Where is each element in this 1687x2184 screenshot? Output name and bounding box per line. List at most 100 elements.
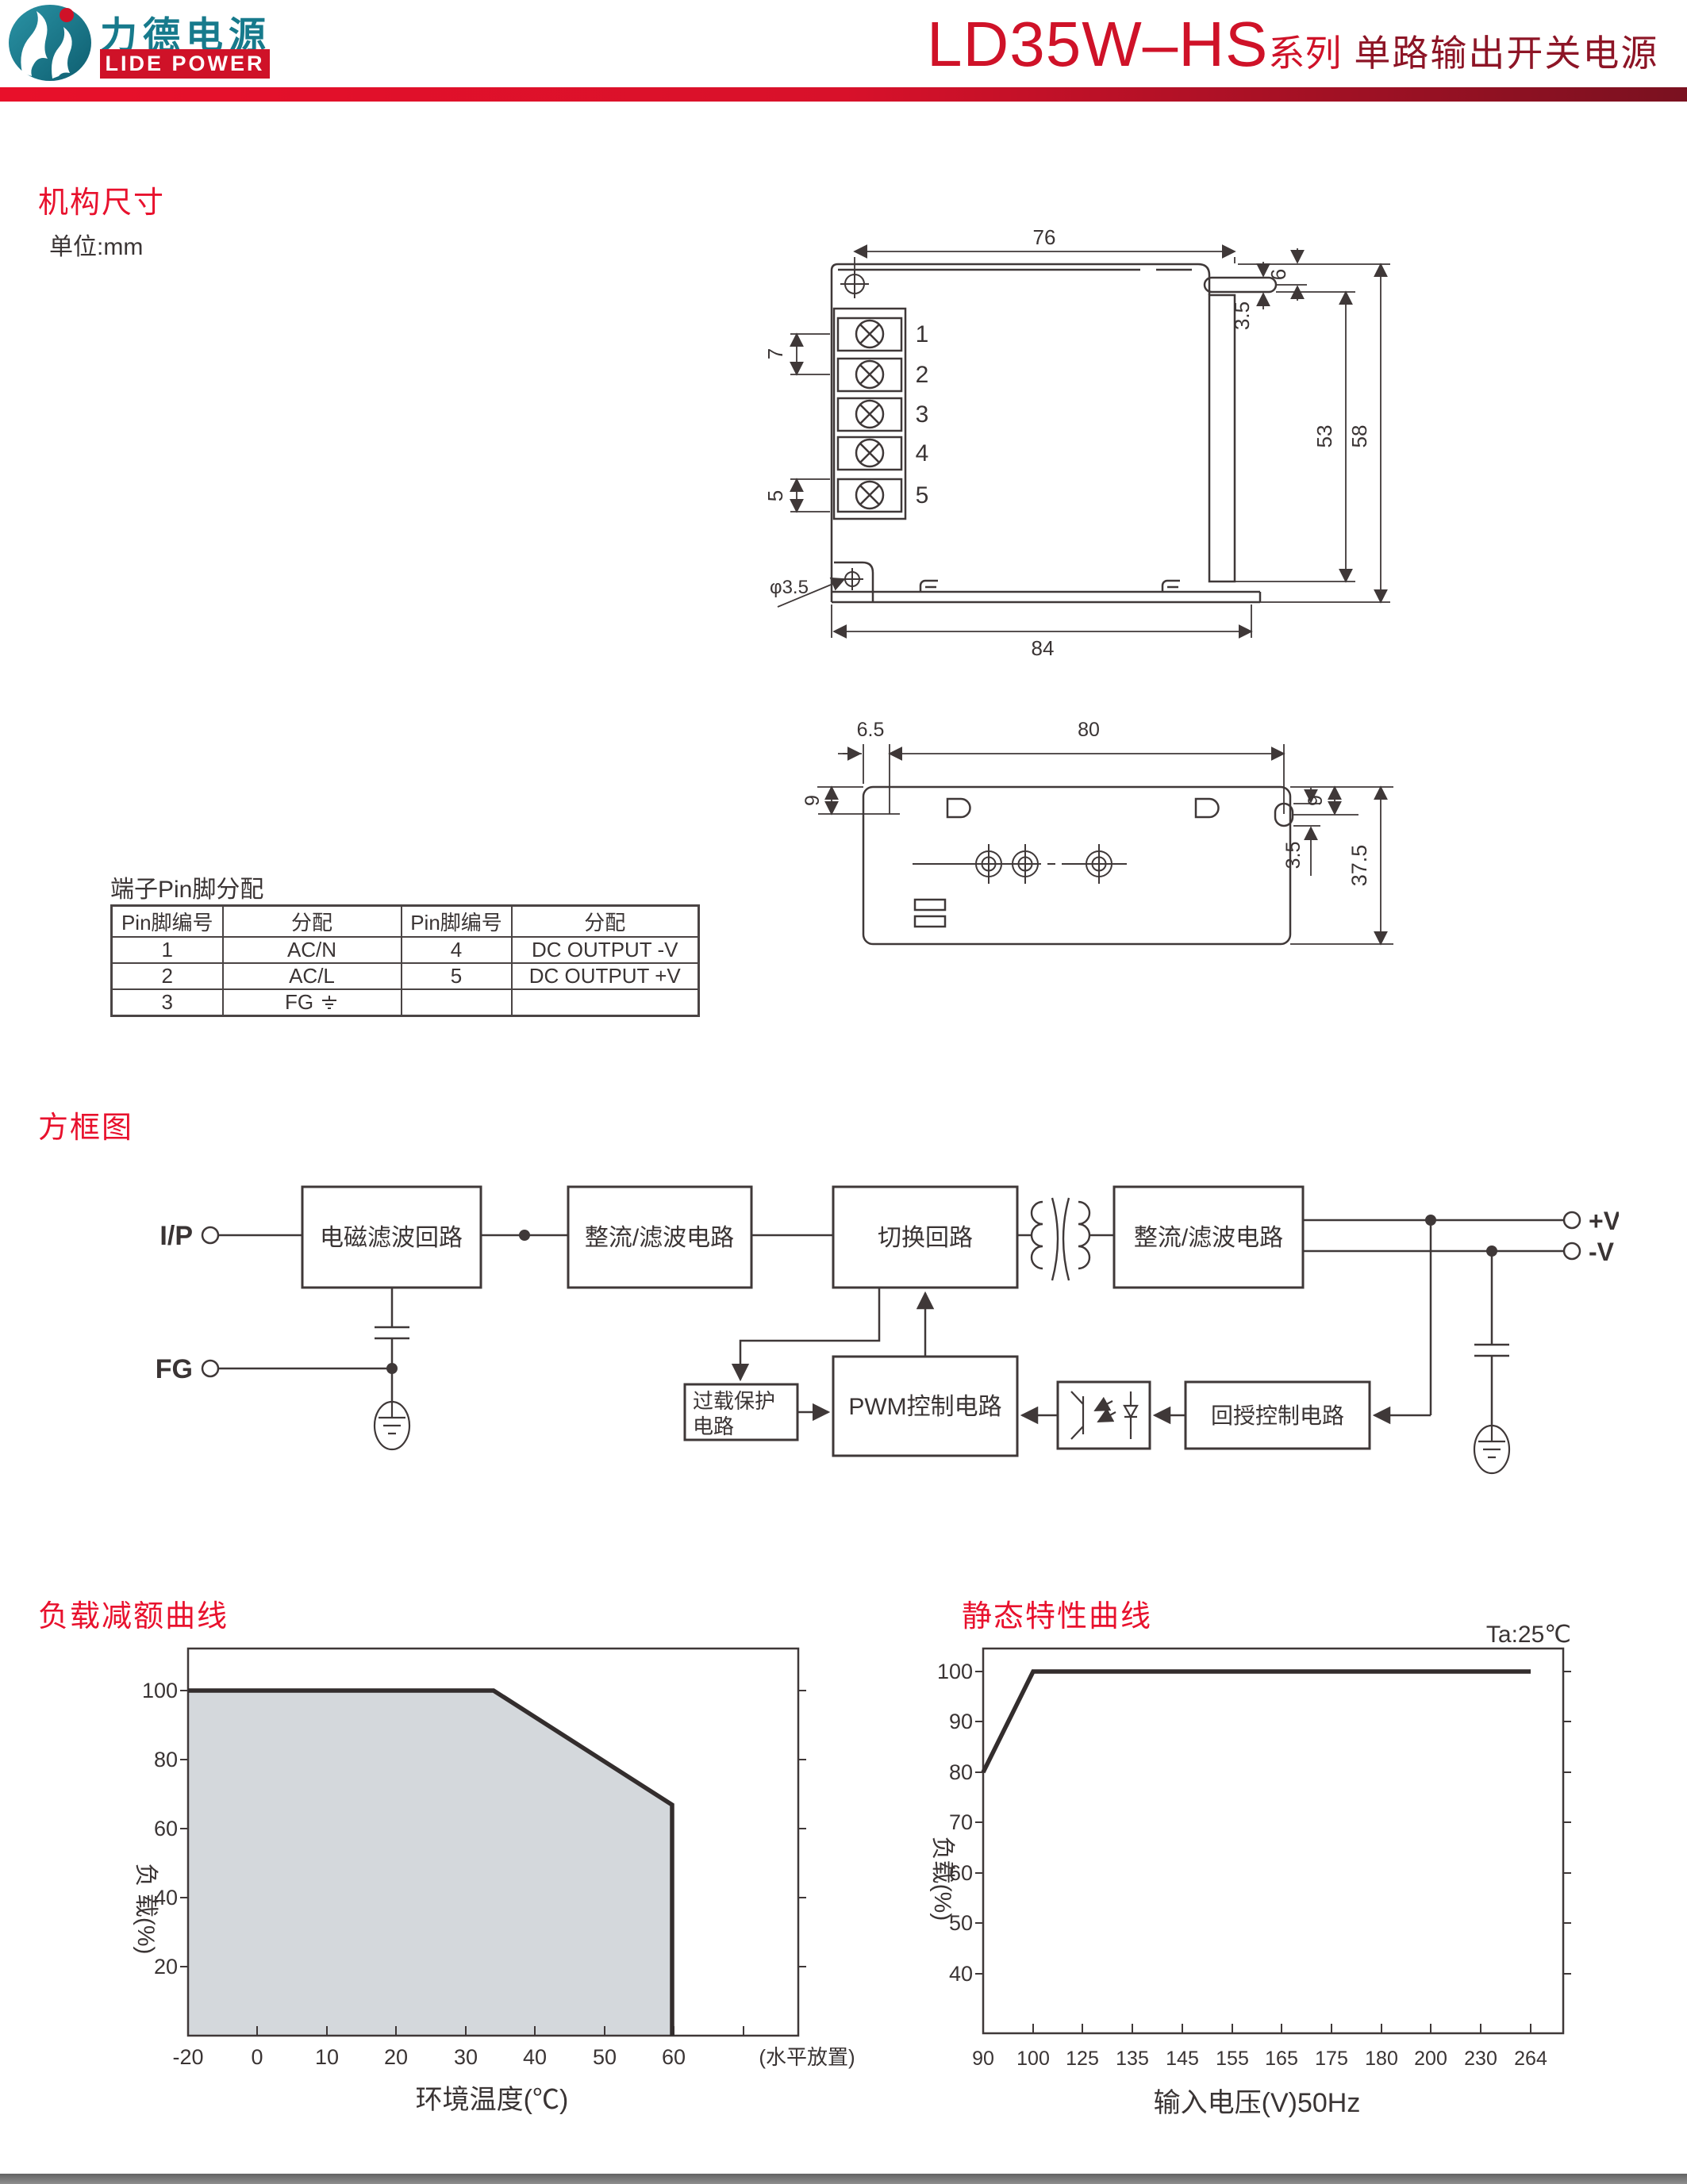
xtick: 60	[662, 2045, 686, 2069]
dim-6: 6	[1266, 269, 1290, 280]
xtick: 125	[1066, 2048, 1099, 2070]
xtick: 90	[972, 2048, 994, 2070]
lide-logo-icon	[9, 5, 91, 81]
ytick: 90	[949, 1710, 973, 1733]
pin-cell: 1	[110, 936, 224, 964]
ground-symbol-right	[1473, 1424, 1511, 1475]
transformer-icon	[1030, 1197, 1091, 1281]
rectifier1-box-label: 整流/滤波电路	[585, 1225, 734, 1251]
xtick: 50	[593, 2045, 617, 2069]
bottom-view-dimension-labels: 6.5 80 9 9 3.5 37.5	[801, 719, 1371, 886]
footer-rule	[0, 2174, 1687, 2184]
terminal-number-5: 5	[916, 482, 929, 509]
pin-cell-fg: FG	[221, 988, 402, 1017]
front-view-case-outline	[830, 263, 1278, 604]
ytick: 100	[142, 1679, 178, 1702]
static-chart-heading: 静态特性曲线	[962, 1600, 1153, 1633]
emi-filter-box-label: 电磁滤波回路	[320, 1225, 463, 1251]
pin-cell: 2	[110, 962, 224, 990]
bottom-view-dimension-lines	[817, 744, 1393, 946]
pin-cell: 5	[400, 962, 513, 990]
dim-5: 5	[763, 490, 787, 501]
ytick: 70	[949, 1810, 973, 1834]
dim-3-5-bottom: 3.5	[1282, 842, 1305, 869]
rectifier2-box-label: 整流/滤波电路	[1134, 1225, 1283, 1251]
dim-80: 80	[1078, 719, 1100, 741]
pin-header-1: Pin脚编号	[110, 904, 224, 938]
pwm-box-label: PWM控制电路	[848, 1394, 1001, 1420]
pin-cell: DC OUTPUT +V	[510, 962, 700, 990]
bottom-view-body	[862, 785, 1294, 946]
ytick: 100	[937, 1660, 973, 1683]
terminal-number-3: 3	[916, 401, 929, 428]
bottom-view-drawing: 6.5 80 9 9 3.5 37.5	[801, 719, 1393, 946]
ytick: 60	[154, 1817, 178, 1840]
xtick: -20	[172, 2045, 203, 2069]
static-plot-frame	[982, 1647, 1565, 2035]
ground-symbol-left	[373, 1400, 411, 1451]
static-ylabel: 负载(%)	[929, 1837, 955, 1921]
pin-table-row: 2 AC/L 5 DC OUTPUT +V	[110, 962, 700, 990]
xtick: 135	[1116, 2048, 1149, 2070]
io-terminals	[201, 1211, 1581, 1378]
block-diagram: I/P FG +V -V	[156, 1185, 1619, 1475]
pin-table-header-row: Pin脚编号 分配 Pin脚编号 分配	[110, 904, 700, 938]
xtick: 0	[251, 2045, 263, 2069]
xtick: 230	[1464, 2048, 1497, 2070]
dim-58: 58	[1347, 425, 1371, 448]
dim-3-5: 3.5	[1230, 301, 1254, 330]
derating-fill-area	[188, 1691, 672, 2036]
derating-chart: 100 80 60 40 20 -20 0 10 20 30 40 50 60 …	[133, 1647, 855, 2115]
block-box-labels: 电磁滤波回路 整流/滤波电路 切换回路 整流/滤波电路 过载保护 电路 PWM控…	[320, 1225, 1344, 1438]
block-boxes	[301, 1185, 1371, 1457]
xtick: 165	[1265, 2048, 1298, 2070]
pin-header-2: 分配	[221, 904, 402, 938]
derating-y-tick-labels: 100 80 60 40 20	[142, 1679, 178, 1979]
pin-cell: 4	[400, 936, 513, 964]
derating-x-tick-labels: -20 0 10 20 30 40 50 60	[172, 2045, 686, 2069]
ytick: 80	[949, 1760, 973, 1784]
terminal-numbers: 1 2 3 4 5	[916, 321, 929, 509]
output-pos-label: +V	[1589, 1207, 1619, 1235]
fg-terminal-label: FG	[156, 1354, 193, 1384]
derating-ylabel: 负 载(%)	[133, 1864, 159, 1955]
pin-header-3: Pin脚编号	[400, 904, 513, 938]
dimension-lines	[777, 244, 1390, 639]
pin-header-4: 分配	[510, 904, 700, 938]
switching-box-label: 切换回路	[878, 1225, 973, 1251]
dim-37-5: 37.5	[1347, 845, 1371, 887]
terminal-number-1: 1	[916, 321, 929, 347]
header-rule	[0, 87, 1687, 102]
bottom-view-holes	[913, 844, 1127, 884]
ytick: 20	[154, 1955, 178, 1979]
pin-table-title: 端子Pin脚分配	[110, 877, 264, 903]
xtick: 10	[315, 2045, 339, 2069]
earth-ground-icon	[322, 995, 337, 1009]
title-series-suffix: 系列	[1268, 33, 1342, 74]
pin-cell	[400, 988, 513, 1017]
xtick: 145	[1166, 2048, 1199, 2070]
ytick: 40	[154, 1886, 178, 1910]
pin-table-row: 1 AC/N 4 DC OUTPUT -V	[110, 936, 700, 964]
dim-53: 53	[1312, 425, 1336, 448]
logo-text-en: LIDE POWER	[100, 49, 270, 79]
terminal-block	[832, 307, 907, 520]
xtick: 200	[1414, 2048, 1447, 2070]
pin-table-row: 3 FG	[110, 988, 700, 1017]
static-chart: Ta:25℃ 100 90 80 70 60 50 40 90 100 125 …	[929, 1622, 1571, 2118]
pin-cell: 3	[110, 988, 224, 1017]
fg-label: FG	[284, 990, 314, 1014]
derating-curve	[188, 1688, 674, 2036]
dimension-labels: 76 7 5 6 3.5 53 58 φ3.5 84	[763, 225, 1371, 660]
feedback-box-label: 回授控制电路	[1211, 1403, 1344, 1428]
pin-table: Pin脚编号 分配 Pin脚编号 分配 1 AC/N 4 DC OUTPUT -…	[110, 904, 700, 1017]
xtick: 155	[1216, 2048, 1249, 2070]
title-subtitle: 单路输出开关电源	[1354, 33, 1659, 74]
static-xlabel: 输入电压(V)50Hz	[1154, 2088, 1361, 2118]
derating-xlabel: 环境温度(℃)	[416, 2085, 569, 2115]
pin-cell: AC/L	[221, 962, 402, 990]
terminal-number-4: 4	[916, 440, 929, 466]
front-view-drawing: 1 2 3 4 5	[763, 225, 1390, 660]
junction-dots	[386, 1215, 1497, 1374]
